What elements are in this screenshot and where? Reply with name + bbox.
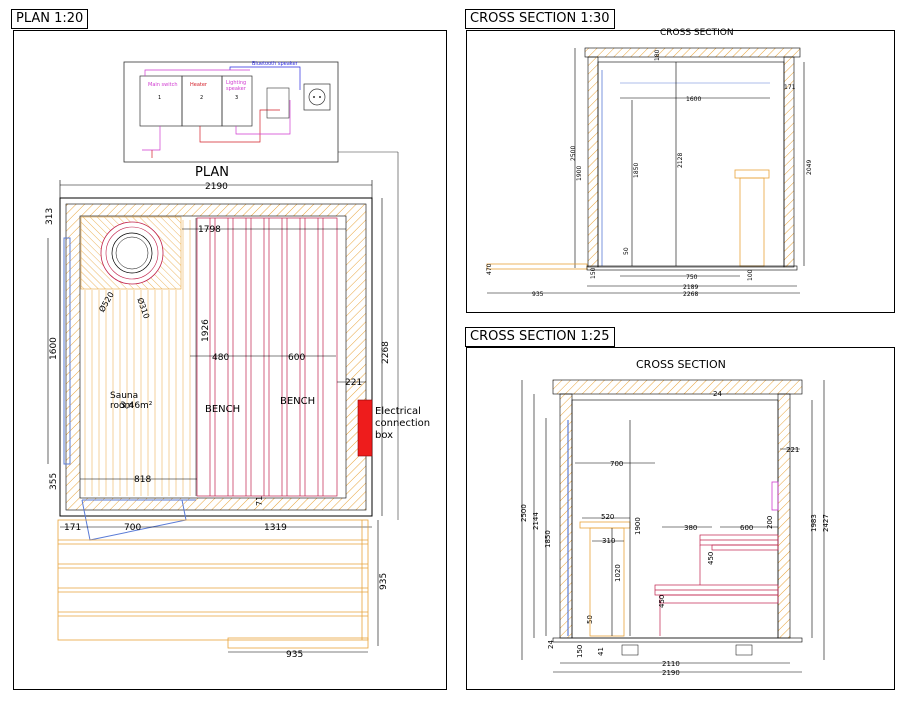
cs1-dim-50: 50: [623, 247, 630, 255]
wiring-lighting-label-2: speaker: [226, 86, 247, 92]
cs1-dim-2189: 2189: [683, 284, 698, 291]
cs2-dim-700: 700: [610, 460, 623, 468]
cs1-dim-100: 100: [747, 269, 754, 281]
electrical-connection-box: [357, 399, 373, 457]
cs2-dim-1850: 1850: [544, 530, 552, 548]
cs2-dim-310: 310: [602, 537, 615, 545]
cs2-dim-2110: 2110: [662, 660, 680, 668]
plan-bench-label-2: BENCH: [280, 396, 315, 407]
plan-room-area: 3,46m²: [120, 401, 153, 411]
cs1-dim-150: 150: [590, 267, 597, 279]
plan-dim-1319: 1319: [264, 523, 287, 533]
cs2-dim-600: 600: [740, 524, 753, 532]
plan-dim-313: 313: [45, 208, 55, 225]
plan-dim-935-bottom: 935: [286, 650, 303, 660]
heater-icon: [80, 216, 182, 290]
plan-box-label-3: box: [375, 430, 393, 441]
plan-dim-2190: 2190: [205, 182, 228, 192]
cs2-dim-24b: 24: [547, 640, 555, 649]
cs1-dim-2049: 2049: [806, 160, 813, 175]
plan-heading: PLAN: [195, 165, 229, 180]
wiring-lighting-label-1: Lighting: [226, 80, 246, 86]
cs1-dim-470: 470: [486, 263, 493, 275]
wiring-heater-label: Heater: [190, 82, 208, 88]
cs2-dim-2500: 2500: [520, 504, 528, 522]
wiring-number-3: 3: [235, 95, 238, 101]
cs1-dim-1900: 1900: [576, 166, 583, 181]
cross-section-1-drawing: CROSS SECTION 1600 2500 1900 1850 2128 2…: [486, 28, 813, 298]
cs2-dim-450: 450: [707, 552, 715, 565]
cs1-dim-2268: 2268: [683, 291, 698, 298]
cs2-dim-2190: 2190: [662, 669, 680, 677]
cs2-dim-380: 380: [684, 524, 697, 532]
cs2-dim-150: 150: [576, 645, 584, 658]
cs2-heading: CROSS SECTION: [636, 358, 726, 371]
plan-drawing: Main switch Heater Lighting speaker Blue…: [45, 61, 430, 660]
plan-box-label-1: Electrical: [375, 406, 421, 417]
plan-deck: [57, 519, 369, 649]
cross-section-2-panel-title: CROSS SECTION 1:25: [465, 327, 615, 347]
cs1-dim-750: 750: [686, 274, 698, 281]
plan-dim-171: 171: [64, 523, 81, 533]
cs1-heading: CROSS SECTION: [660, 28, 734, 38]
cross-section-2-panel: [466, 347, 895, 690]
plan-box-label-2: connection: [375, 418, 430, 429]
plan-room-label-1: Sauna: [110, 391, 138, 401]
cs1-dim-2500: 2500: [570, 146, 577, 161]
cs2-dim-450b: 450: [658, 595, 666, 608]
cs2-dim-2427: 2427: [822, 514, 830, 532]
wiring-main-switch-label: Main switch: [148, 82, 178, 88]
wiring-number-2: 2: [200, 95, 203, 101]
plan-bench-label-1: BENCH: [205, 404, 240, 415]
cs2-dim-41: 41: [597, 647, 605, 656]
cs1-dim-935: 935: [532, 291, 544, 298]
plan-dim-221: 221: [345, 378, 362, 388]
wiring-number-1: 1: [158, 95, 161, 101]
plan-dim-1926: 1926: [201, 319, 211, 342]
plan-dim-71: 71: [255, 496, 264, 506]
wiring-bluetooth-label: Bluetooth speaker: [252, 61, 299, 67]
wiring-diagram: Main switch Heater Lighting speaker Blue…: [123, 61, 399, 520]
cs2-dim-200: 200: [766, 516, 774, 529]
plan-panel-title: PLAN 1:20: [11, 9, 89, 29]
cross-section-1-panel-title: CROSS SECTION 1:30: [465, 9, 615, 29]
plan-dim-818: 818: [134, 475, 151, 485]
plan-dim-1798: 1798: [198, 225, 221, 235]
socket-icon: [308, 88, 326, 106]
cs1-dim-1850: 1850: [633, 163, 640, 178]
cs2-dim-1020: 1020: [614, 564, 622, 582]
plan-dim-700: 700: [124, 523, 141, 533]
cs1-dim-180: 180: [654, 49, 661, 61]
plan-dim-935-vertical: 935: [379, 573, 389, 590]
cs1-dim-1600: 1600: [686, 96, 701, 103]
plan-room-label-2: room: [110, 401, 133, 411]
plan-dim-480: 480: [212, 353, 229, 363]
cs2-dim-24: 24: [713, 390, 722, 398]
cs1-dim-171: 171: [784, 84, 796, 91]
cs2-dim-221: 221: [786, 446, 799, 454]
cs2-dim-1900: 1900: [634, 517, 642, 535]
cross-section-2-drawing: CROSS SECTION 24 2500 2144 1850 24 150 5…: [520, 358, 830, 677]
plan-dim-600: 600: [288, 353, 305, 363]
cs2-dim-2144: 2144: [532, 512, 540, 530]
plan-dim-355: 355: [49, 473, 59, 490]
cs2-dim-520: 520: [601, 513, 614, 521]
cs1-dim-2128: 2128: [677, 153, 684, 168]
plan-dim-2268: 2268: [381, 341, 391, 364]
cs2-dim-1983: 1983: [810, 514, 818, 532]
plan-dim-1600: 1600: [49, 337, 59, 360]
